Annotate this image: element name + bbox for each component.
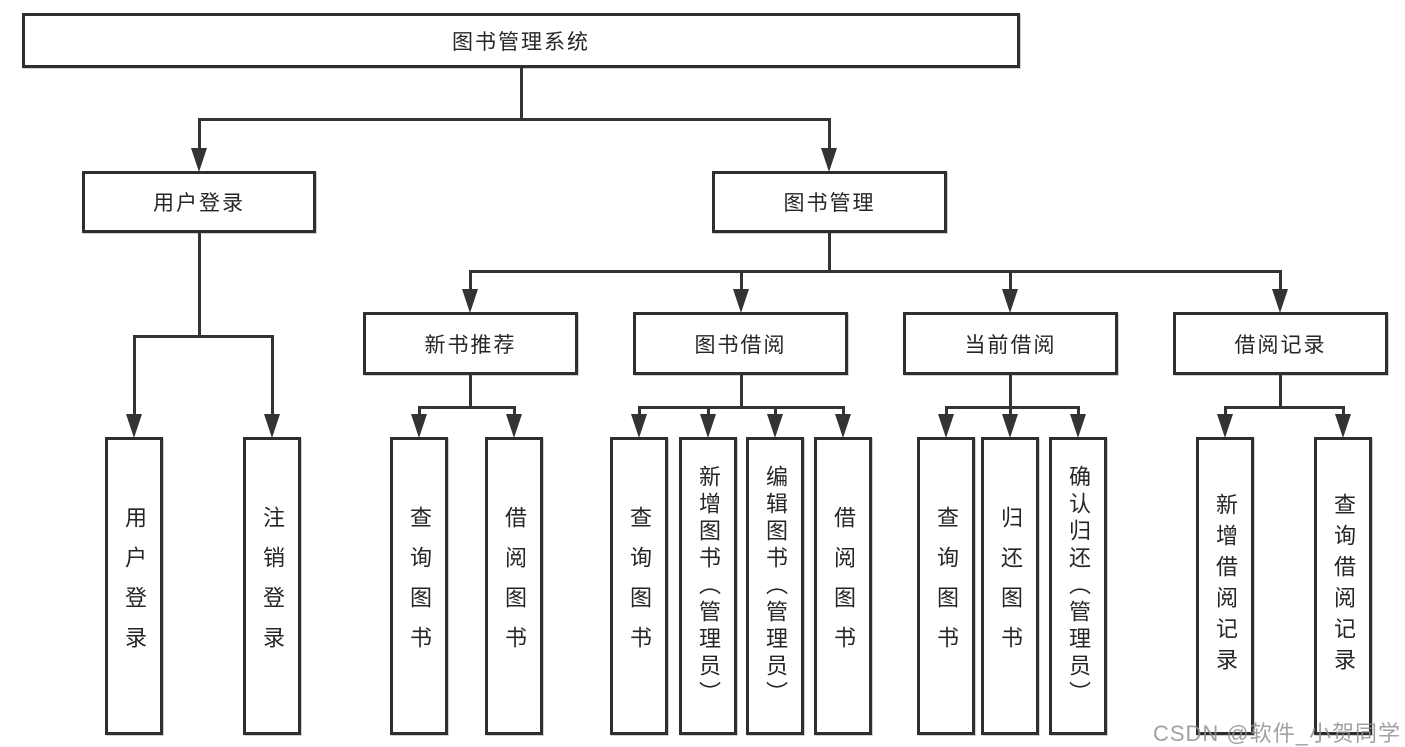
arrowhead-icon <box>835 414 851 438</box>
node-current-borrowing: 当前借阅 <box>903 312 1118 375</box>
node-book-borrowing: 图书借阅 <box>633 312 848 375</box>
connector-borrowing-records-branch <box>1224 406 1345 409</box>
node-library-system: 图书管理系统 <box>22 13 1020 68</box>
node-borrowing-records: 借阅记录 <box>1173 312 1388 375</box>
connector-level1-branch <box>198 118 831 121</box>
node-user-login: 用户登录 <box>82 171 316 233</box>
connector-drop-leaf <box>1077 406 1080 420</box>
node-new-book-recommendation: 新书推荐 <box>363 312 578 375</box>
leaf-label: 借阅图书 <box>502 506 527 666</box>
leaf-add-books-admin: 新增图书（管理员） <box>679 437 737 735</box>
arrowhead-icon <box>631 414 647 438</box>
connector-drop-leaf <box>707 406 710 420</box>
arrowhead-icon <box>1002 289 1018 313</box>
leaf-edit-books-admin: 编辑图书（管理员） <box>746 437 804 735</box>
leaf-query-books-borrowing: 查询图书 <box>610 437 668 735</box>
node-book-management: 图书管理 <box>712 171 947 233</box>
leaf-return-books: 归还图书 <box>981 437 1039 735</box>
leaf-query-borrow-record: 查询借阅记录 <box>1314 437 1372 735</box>
connector-drop-current-borrowing <box>1009 270 1012 294</box>
connector-drop-leaf <box>1224 406 1227 420</box>
connector-drop-leaf <box>638 406 641 420</box>
arrowhead-icon <box>411 414 427 438</box>
arrowhead-icon <box>1070 414 1086 438</box>
leaf-add-borrow-record: 新增借阅记录 <box>1196 437 1254 735</box>
connector-drop-leaf <box>945 406 948 420</box>
leaf-borrow-books-recommend: 借阅图书 <box>485 437 543 735</box>
connector-user-login-stub <box>198 233 201 338</box>
connector-drop-borrowing-records <box>1279 270 1282 294</box>
connector-current-borrowing-stub <box>1009 375 1012 409</box>
arrowhead-icon <box>1272 289 1288 313</box>
connector-level2-branch <box>469 270 1282 273</box>
leaf-borrow-books-borrowing: 借阅图书 <box>814 437 872 735</box>
connector-new-book-stub <box>469 375 472 409</box>
arrowhead-icon <box>462 289 478 313</box>
leaf-confirm-return-admin: 确认归还（管理员） <box>1049 437 1107 735</box>
connector-drop-leaf <box>133 335 136 417</box>
leaf-user-login: 用户登录 <box>105 437 163 735</box>
leaf-label: 归还图书 <box>998 506 1023 666</box>
leaf-label: 确认归还（管理员） <box>1066 464 1091 708</box>
leaf-label: 查询图书 <box>934 506 959 666</box>
leaf-logout: 注销登录 <box>243 437 301 735</box>
connector-drop-book-borrowing <box>740 270 743 294</box>
arrowhead-icon <box>821 148 837 172</box>
leaf-label: 查询图书 <box>407 506 432 666</box>
connector-current-borrowing-branch <box>945 406 1080 409</box>
connector-borrowing-records-stub <box>1279 375 1282 409</box>
connector-drop-book-management <box>828 118 831 152</box>
connector-drop-leaf <box>513 406 516 420</box>
connector-drop-leaf <box>842 406 845 420</box>
connector-drop-leaf <box>774 406 777 420</box>
arrowhead-icon <box>1002 414 1018 438</box>
connector-drop-user-login <box>198 118 201 152</box>
connector-drop-leaf <box>271 335 274 417</box>
leaf-label: 查询借阅记录 <box>1331 493 1356 679</box>
leaf-label: 新增图书（管理员） <box>696 464 721 708</box>
leaf-label: 注销登录 <box>260 506 285 666</box>
arrowhead-icon <box>700 414 716 438</box>
connector-book-borrowing-stub <box>740 375 743 409</box>
arrowhead-icon <box>767 414 783 438</box>
arrowhead-icon <box>264 414 280 438</box>
leaf-label: 新增借阅记录 <box>1213 493 1238 679</box>
csdn-watermark: CSDN @软件_小贺同学 <box>1152 721 1401 746</box>
arrowhead-icon <box>733 289 749 313</box>
connector-drop-leaf <box>418 406 421 420</box>
arrowhead-icon <box>1217 414 1233 438</box>
connector-book-borrowing-branch <box>638 406 845 409</box>
arrowhead-icon <box>938 414 954 438</box>
connector-book-management-stub <box>828 233 831 273</box>
connector-drop-leaf <box>1009 406 1012 420</box>
leaf-label: 借阅图书 <box>831 506 856 666</box>
arrowhead-icon <box>506 414 522 438</box>
leaf-label: 用户登录 <box>122 506 147 666</box>
leaf-label: 编辑图书（管理员） <box>763 464 788 708</box>
leaf-query-books-recommend: 查询图书 <box>390 437 448 735</box>
connector-user-login-branch <box>133 335 274 338</box>
leaf-query-books-current: 查询图书 <box>917 437 975 735</box>
connector-new-book-branch <box>418 406 516 409</box>
connector-root-stub <box>520 68 523 121</box>
connector-drop-new-book <box>469 270 472 294</box>
connector-drop-leaf <box>1342 406 1345 420</box>
arrowhead-icon <box>126 414 142 438</box>
arrowhead-icon <box>1335 414 1351 438</box>
arrowhead-icon <box>191 148 207 172</box>
leaf-label: 查询图书 <box>627 506 652 666</box>
